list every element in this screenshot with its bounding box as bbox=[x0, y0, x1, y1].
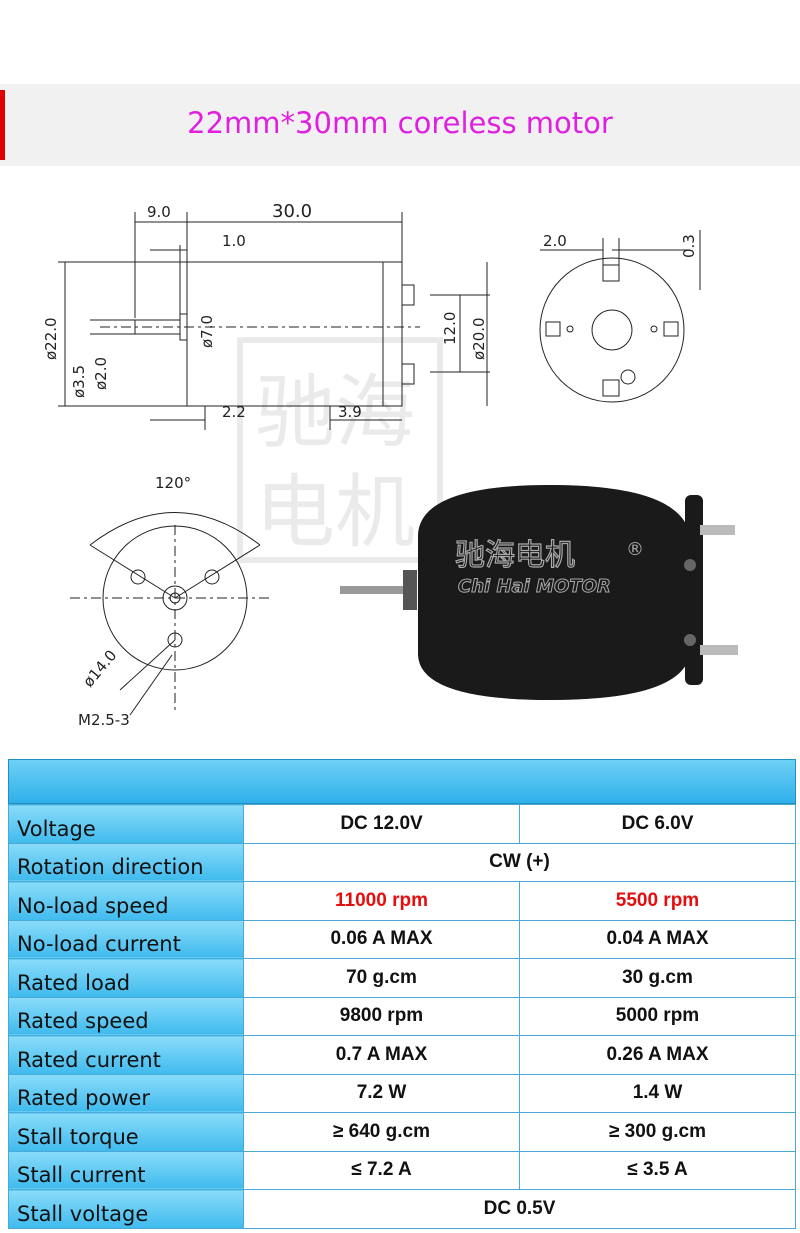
technical-drawing: 驰海 电机 9.0 30.0 1.0 2.2 bbox=[42, 201, 738, 729]
value-6v: 30 g.cm bbox=[519, 958, 796, 998]
value-12v: 0.7 A MAX bbox=[243, 1035, 520, 1075]
brand-english: Chi Hai MOTOR bbox=[458, 576, 611, 597]
row-label: No-load speed bbox=[8, 881, 244, 921]
row-label: Stall current bbox=[8, 1150, 244, 1190]
spec-table-header bbox=[8, 759, 796, 804]
dim-3-5: ø3.5 bbox=[70, 365, 88, 398]
value-6v: 5000 rpm bbox=[519, 996, 796, 1036]
dim-7: ø7.0 bbox=[198, 315, 216, 348]
value-12v: 70 g.cm bbox=[243, 958, 520, 998]
value-12v: 7.2 W bbox=[243, 1073, 520, 1113]
row-label: Rated current bbox=[8, 1035, 244, 1075]
value-6v: ≥ 300 g.cm bbox=[519, 1112, 796, 1152]
value-6v: 1.4 W bbox=[519, 1073, 796, 1113]
value-12v: ≥ 640 g.cm bbox=[243, 1112, 520, 1152]
dim-30: 30.0 bbox=[272, 201, 312, 222]
dim-3-9: 3.9 bbox=[338, 403, 362, 421]
brand-chinese: 驰海电机 bbox=[455, 538, 575, 573]
registered-mark: ® bbox=[626, 539, 644, 560]
value-6v: 0.04 A MAX bbox=[519, 919, 796, 959]
row-label: Rated speed bbox=[8, 996, 244, 1036]
dim-22: ø22.0 bbox=[42, 317, 60, 360]
page-title: 22mm*30mm coreless motor bbox=[187, 106, 613, 140]
watermark-seal: 驰海 电机 bbox=[237, 337, 443, 563]
row-label: Rotation direction bbox=[8, 842, 244, 882]
dim-9: 9.0 bbox=[147, 203, 171, 221]
dim-1: 1.0 bbox=[222, 232, 246, 250]
front-view bbox=[70, 512, 270, 716]
side-view bbox=[58, 212, 490, 430]
row-label: Rated load bbox=[8, 958, 244, 998]
table-row: Stall current≤ 7.2 A≤ 3.5 A bbox=[8, 1150, 796, 1190]
dim-14: ø14.0 bbox=[79, 646, 120, 690]
dim-0-3: 0.3 bbox=[680, 234, 698, 258]
accent-bar bbox=[0, 90, 5, 160]
row-label: Rated power bbox=[8, 1073, 244, 1113]
value-12v: DC 12.0V bbox=[243, 804, 520, 844]
dim-2-2: 2.2 bbox=[222, 403, 246, 421]
value-6v: 5500 rpm bbox=[519, 881, 796, 921]
dim-2: ø2.0 bbox=[92, 357, 110, 390]
table-row: Stall torque≥ 640 g.cm≥ 300 g.cm bbox=[8, 1112, 796, 1152]
value-6v: 0.26 A MAX bbox=[519, 1035, 796, 1075]
row-label: Stall torque bbox=[8, 1112, 244, 1152]
row-label: No-load current bbox=[8, 919, 244, 959]
end-view bbox=[539, 230, 701, 403]
value-6v: ≤ 3.5 A bbox=[519, 1150, 796, 1190]
row-label: Stall voltage bbox=[8, 1189, 244, 1229]
side-dimension-labels: 9.0 30.0 1.0 2.2 3.9 ø22.0 ø3.5 ø2.0 ø7.… bbox=[42, 201, 488, 421]
dim-20: ø20.0 bbox=[470, 317, 488, 360]
dim-12: 12.0 bbox=[441, 312, 459, 345]
dim-m25: M2.5-3 bbox=[78, 711, 130, 729]
title-band: 22mm*30mm coreless motor bbox=[0, 84, 800, 166]
motor-photo bbox=[340, 485, 738, 700]
svg-text:电机: 电机 bbox=[255, 466, 415, 559]
row-value: DC 0.5V bbox=[243, 1189, 796, 1229]
row-label: Voltage bbox=[8, 804, 244, 844]
value-12v: 11000 rpm bbox=[243, 881, 520, 921]
value-12v: 9800 rpm bbox=[243, 996, 520, 1036]
row-value: CW (+) bbox=[243, 842, 796, 882]
dim-angle: 120° bbox=[155, 474, 191, 492]
value-6v: DC 6.0V bbox=[519, 804, 796, 844]
dim-2-end: 2.0 bbox=[543, 232, 567, 250]
value-12v: 0.06 A MAX bbox=[243, 919, 520, 959]
value-12v: ≤ 7.2 A bbox=[243, 1150, 520, 1190]
svg-text:驰海: 驰海 bbox=[255, 366, 415, 459]
